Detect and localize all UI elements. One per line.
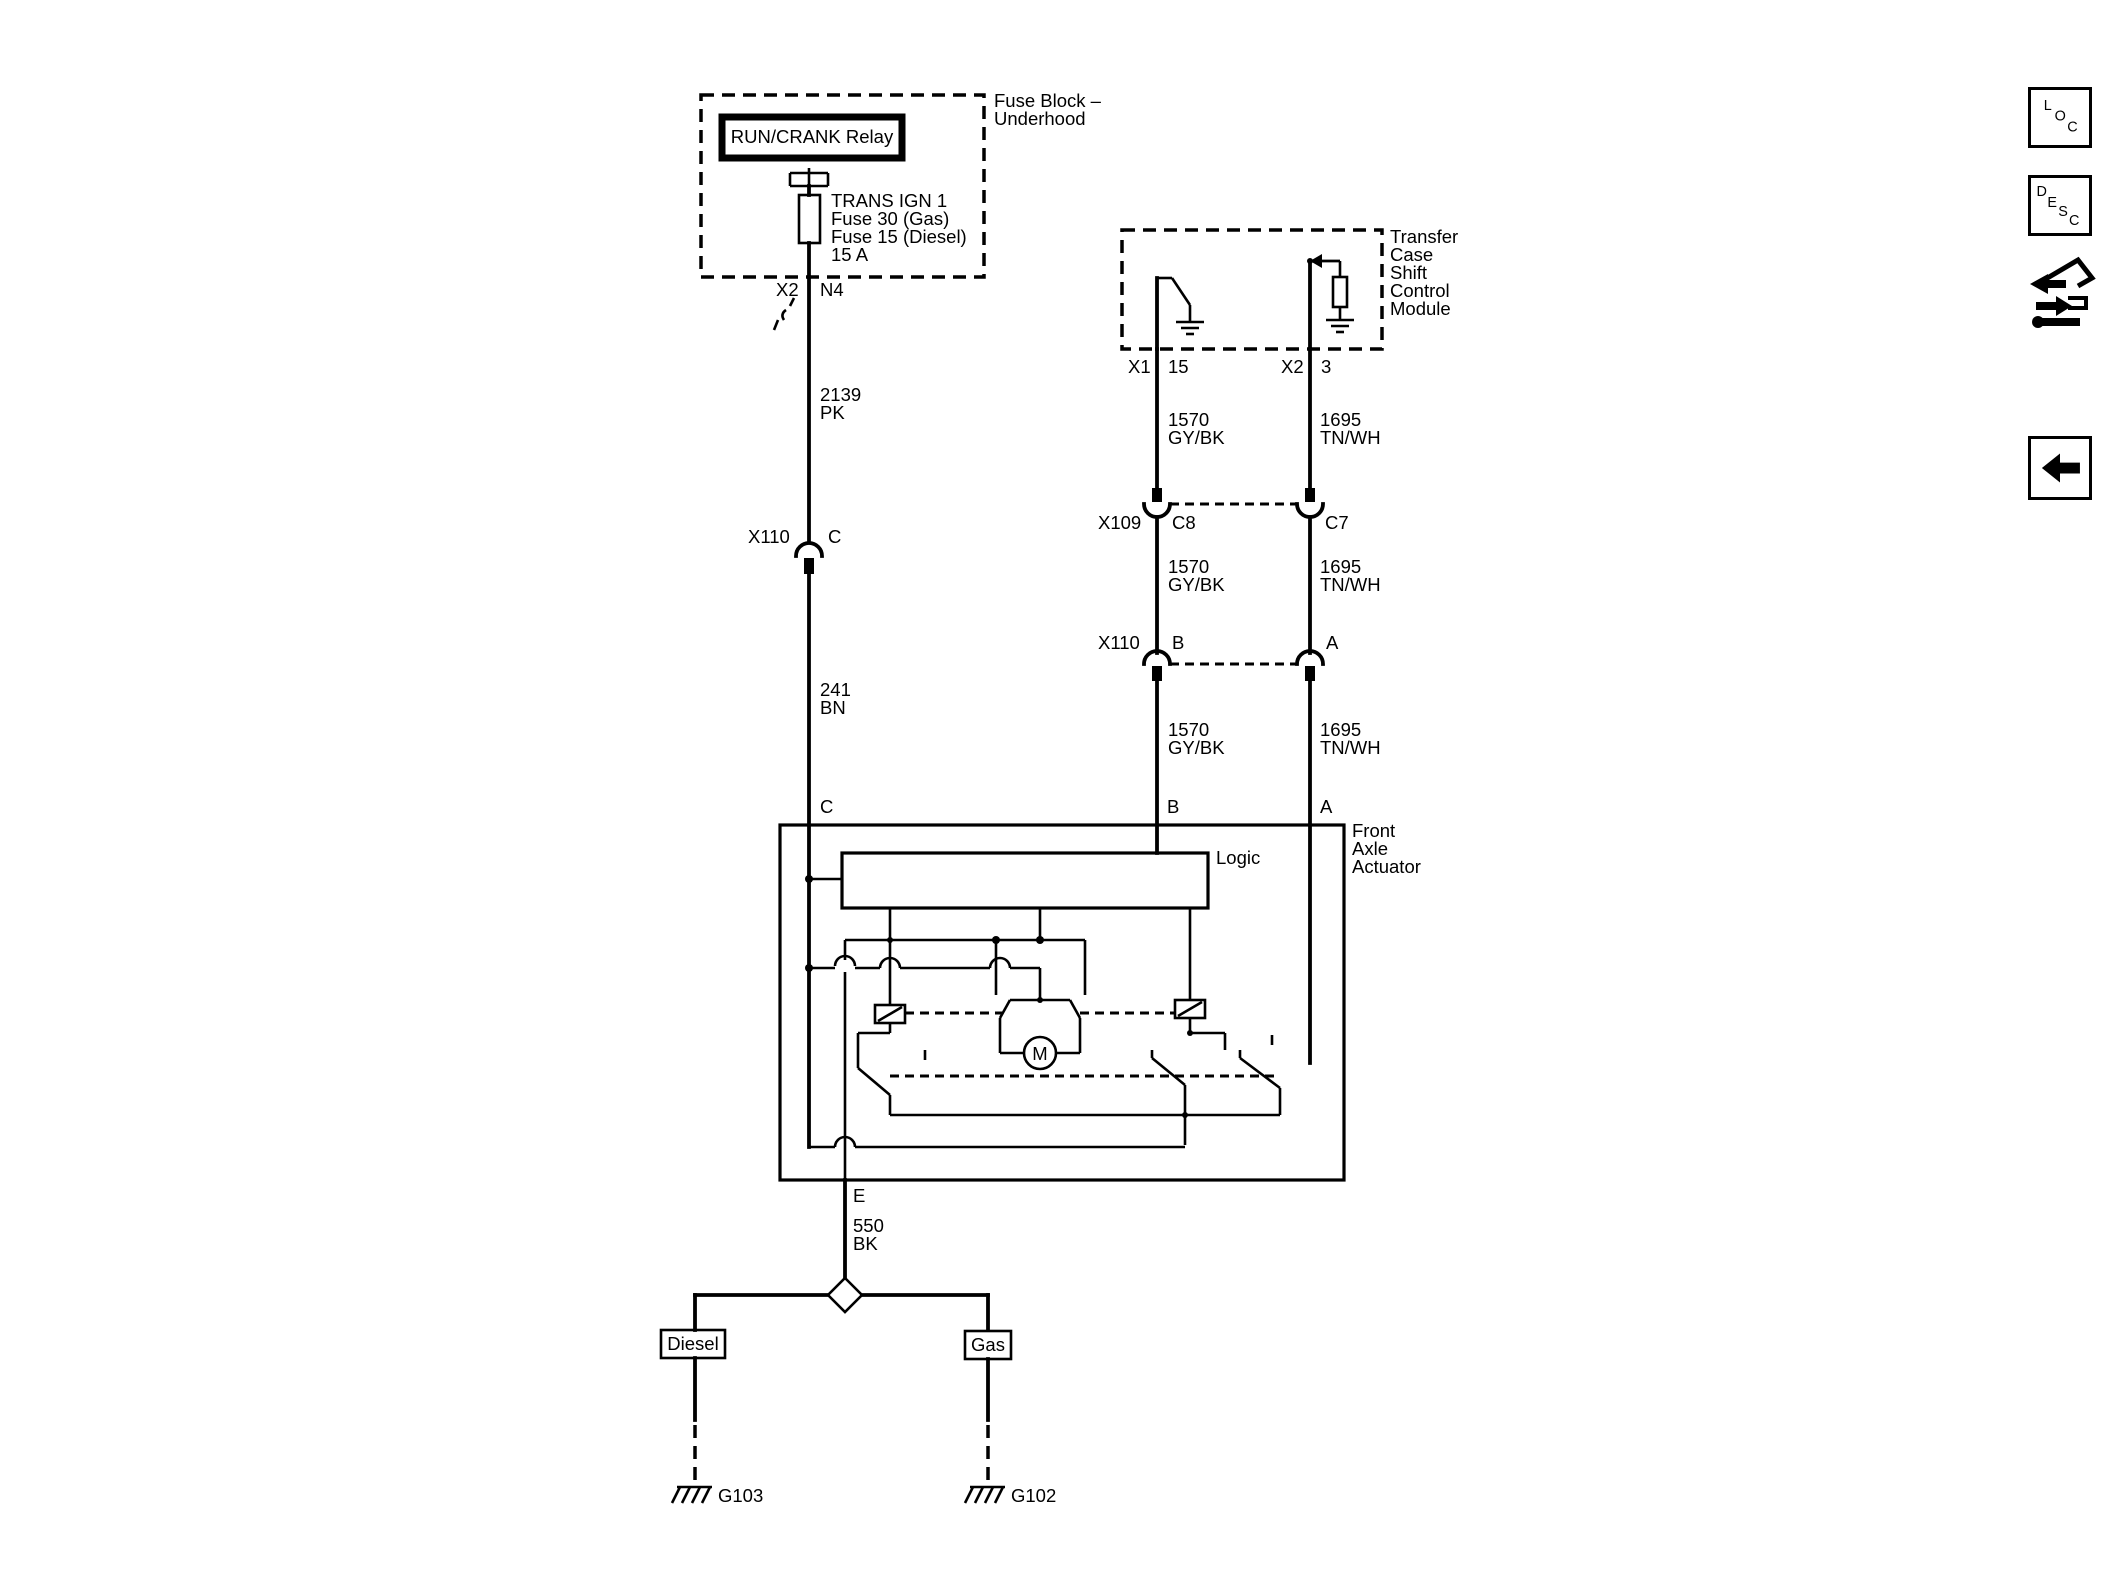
actuator-pin-a: A <box>1320 796 1333 817</box>
circuit-2139-num: 2139 <box>820 384 861 405</box>
connector-break-icon <box>772 297 796 331</box>
ground-g102-label: G102 <box>1011 1485 1056 1506</box>
desc-letter-s: S <box>2058 204 2068 220</box>
tcscm-pin1: 15 <box>1168 356 1189 377</box>
transfer-case-module: Transfer Case Shift Control Module X1 15… <box>1120 226 1458 377</box>
left-circuit: 2139 PK X110 C 241 BN C <box>748 275 861 1149</box>
fuse-line-2: Fuse 30 (Gas) <box>831 208 949 229</box>
circuit-1570-num-2: 1570 <box>1168 556 1209 577</box>
circuit-1570-num-1: 1570 <box>1168 409 1209 430</box>
circuit-241-num: 241 <box>820 679 851 700</box>
description-button-icon: D E S C <box>2037 184 2080 229</box>
circuit-550-color: BK <box>853 1233 878 1254</box>
switch-icon <box>1170 277 1192 306</box>
tcscm-conn2: X2 <box>1281 356 1304 377</box>
x110-right-pin-a: A <box>1326 632 1339 653</box>
fuse-block-title-1: Fuse Block – <box>994 90 1102 111</box>
desc-letter-d: D <box>2037 184 2047 200</box>
actuator-pin-c: C <box>820 796 833 817</box>
run-crank-relay-label: RUN/CRANK Relay <box>731 126 894 147</box>
loc-letter-l: L <box>2044 98 2052 114</box>
actuator-pin-b: B <box>1167 796 1179 817</box>
fuse-block-conn: X2 <box>776 279 799 300</box>
loc-letter-o: O <box>2055 109 2066 125</box>
loc-button[interactable]: L O C <box>2028 87 2092 148</box>
circuit-1570-color-3: GY/BK <box>1168 737 1225 758</box>
circuit-1695-num-2: 1695 <box>1320 556 1361 577</box>
actuator-boundary <box>778 823 1346 1182</box>
run-crank-relay-box <box>718 113 906 162</box>
fuse-line-4: 15 A <box>831 244 869 265</box>
x110-left-pin: C <box>828 526 841 547</box>
x110-b-connector-icon <box>1142 649 1172 666</box>
right-circuits: 1570 GY/BK 1695 TN/WH X109 C8 C7 1570 GY… <box>1098 347 1381 1065</box>
circuit-1570-num-3: 1570 <box>1168 719 1209 740</box>
actuator-pin-e: E <box>853 1185 865 1206</box>
fuse-block: Fuse Block – Underhood RUN/CRANK Relay T… <box>699 90 1102 331</box>
x110-right-pin-b: B <box>1172 632 1184 653</box>
tcscm-conn1: X1 <box>1128 356 1151 377</box>
tcscm-boundary <box>1120 228 1384 351</box>
tcscm-title-2: Case <box>1390 244 1433 265</box>
resistor-icon <box>1331 275 1349 309</box>
ground-circuit: 550 BK Diesel Gas G103 G102 <box>659 1178 1056 1506</box>
x110-c-connector-icon <box>794 541 824 558</box>
fuse-block-title-2: Underhood <box>994 108 1086 129</box>
x109-pin-c7: C7 <box>1325 512 1349 533</box>
logic-block <box>840 851 1210 910</box>
x109-label: X109 <box>1098 512 1141 533</box>
fuse-block-pin: N4 <box>820 279 844 300</box>
motor-label: M <box>1032 1043 1047 1064</box>
circuit-1695-color-1: TN/WH <box>1320 427 1381 448</box>
chassis-ground-icon-g102 <box>963 1485 1005 1504</box>
x110-right-label: X110 <box>1098 632 1140 653</box>
circuit-550-num: 550 <box>853 1215 884 1236</box>
back-button[interactable] <box>2028 436 2092 500</box>
tcscm-title-3: Shift <box>1390 262 1427 283</box>
ground-gas-label: Gas <box>971 1334 1005 1355</box>
actuator-title-3: Actuator <box>1352 856 1421 877</box>
actuator-title-1: Front <box>1352 820 1395 841</box>
circuit-1570-color-1: GY/BK <box>1168 427 1225 448</box>
desc-letter-e: E <box>2047 195 2057 211</box>
actuator-title-2: Axle <box>1352 838 1388 859</box>
chassis-ground-icon-g103 <box>670 1485 712 1504</box>
circuit-2139-color: PK <box>820 402 845 423</box>
logic-label: Logic <box>1216 847 1260 868</box>
x109-c7-connector-icon <box>1295 502 1325 519</box>
fuse-line-3: Fuse 15 (Diesel) <box>831 226 967 247</box>
connector-tool-button[interactable] <box>2026 252 2096 334</box>
fuse-icon <box>797 193 822 245</box>
fuse-line-1: TRANS IGN 1 <box>831 190 947 211</box>
circuit-1695-color-2: TN/WH <box>1320 574 1381 595</box>
x109-c8-connector-icon <box>1142 502 1172 519</box>
tcscm-pin2: 3 <box>1321 356 1331 377</box>
loc-letter-c: C <box>2067 119 2077 135</box>
desc-letter-c: C <box>2069 213 2079 229</box>
tcscm-title-5: Module <box>1390 298 1451 319</box>
tcscm-title-4: Control <box>1390 280 1450 301</box>
ground-diesel-label: Diesel <box>667 1333 718 1354</box>
ground-g103-label: G103 <box>718 1485 763 1506</box>
x110-left-label: X110 <box>748 526 790 547</box>
x110-a-connector-icon <box>1295 649 1325 666</box>
x109-pin-c8: C8 <box>1172 512 1196 533</box>
circuit-1695-color-3: TN/WH <box>1320 737 1381 758</box>
location-button-icon: L O C <box>2044 98 2078 136</box>
connector-tool-icon <box>2030 256 2096 328</box>
back-arrow-icon <box>2041 453 2080 483</box>
circuit-1695-num-1: 1695 <box>1320 409 1361 430</box>
splice-diamond-icon <box>826 1276 864 1314</box>
diesel-option-box <box>659 1328 727 1360</box>
circuit-241-color: BN <box>820 697 846 718</box>
desc-button[interactable]: D E S C <box>2028 175 2092 236</box>
circuit-1695-num-3: 1695 <box>1320 719 1361 740</box>
front-axle-actuator: Front Axle Actuator Logic <box>778 820 1421 1206</box>
circuit-1570-color-2: GY/BK <box>1168 574 1225 595</box>
tcscm-title-1: Transfer <box>1390 226 1458 247</box>
